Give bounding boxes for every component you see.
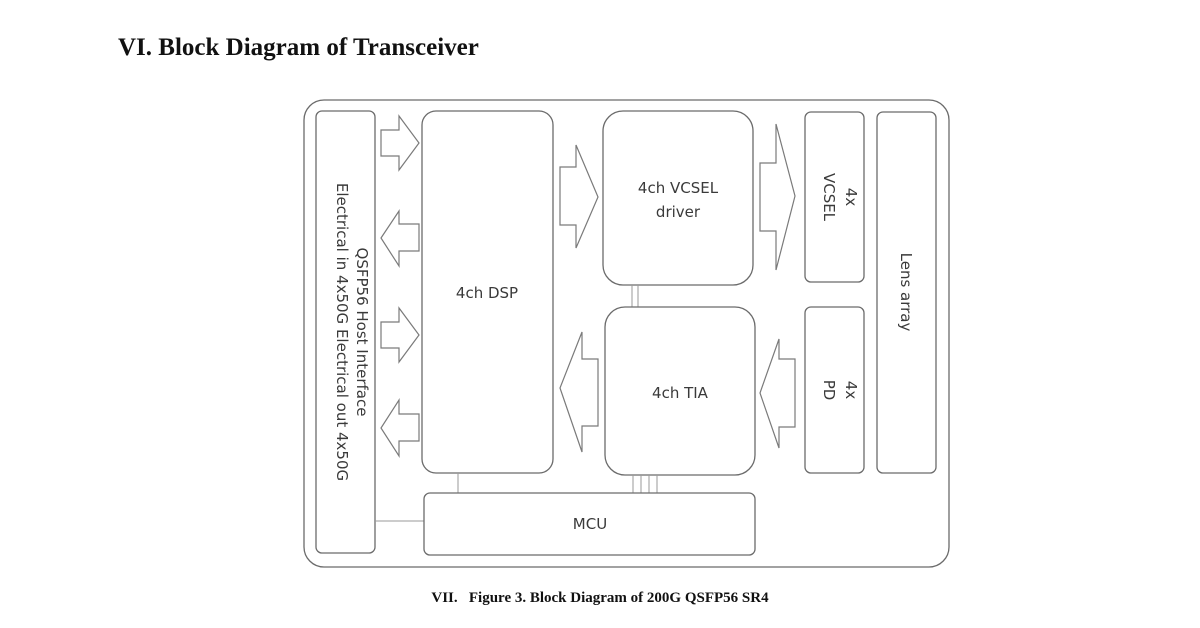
pd-array-label-line1: 4x bbox=[842, 381, 860, 400]
vcsel-array-label-line1: 4x bbox=[842, 188, 860, 207]
lens-array-block bbox=[876, 111, 937, 474]
mcu-block bbox=[423, 492, 756, 556]
host-interface-label-line1: QSFP56 Host Interface bbox=[353, 248, 371, 417]
vcsel-driver-label-line2: driver bbox=[656, 203, 701, 221]
dsp-block bbox=[421, 110, 554, 474]
host-interface-label-line2: Electrical in 4x50G Electrical out 4x50G bbox=[333, 183, 351, 481]
figure-caption: VII. Figure 3. Block Diagram of 200G QSF… bbox=[431, 590, 769, 606]
host-interface-block bbox=[315, 110, 376, 554]
mcu-label: MCU bbox=[573, 515, 607, 533]
tia-block bbox=[604, 306, 756, 476]
host-to-dsp-arrow-1 bbox=[380, 114, 420, 172]
pd-to-tia-arrow bbox=[759, 338, 796, 449]
dsp-to-host-arrow-1 bbox=[380, 209, 420, 269]
pd-array-label-line2: PD bbox=[820, 380, 838, 401]
driver-to-vcsel-arrow bbox=[759, 123, 796, 271]
vcsel-array-label-line2: VCSEL bbox=[820, 173, 838, 222]
dsp-to-driver-arrow bbox=[559, 144, 599, 249]
pd-array-block bbox=[804, 306, 865, 474]
lens-array-label: Lens array bbox=[897, 253, 915, 332]
tia-to-dsp-arrow bbox=[559, 331, 599, 453]
vcsel-driver-label-line1: 4ch VCSEL bbox=[638, 179, 719, 197]
vcsel-array-block bbox=[804, 111, 865, 283]
section-heading: VI. Block Diagram of Transceiver bbox=[118, 34, 479, 61]
vcsel-driver-block bbox=[602, 110, 754, 286]
host-to-dsp-arrow-2 bbox=[380, 306, 420, 364]
dsp-label: 4ch DSP bbox=[456, 284, 518, 302]
dsp-to-host-arrow-2 bbox=[380, 397, 420, 459]
tia-label: 4ch TIA bbox=[652, 384, 709, 402]
